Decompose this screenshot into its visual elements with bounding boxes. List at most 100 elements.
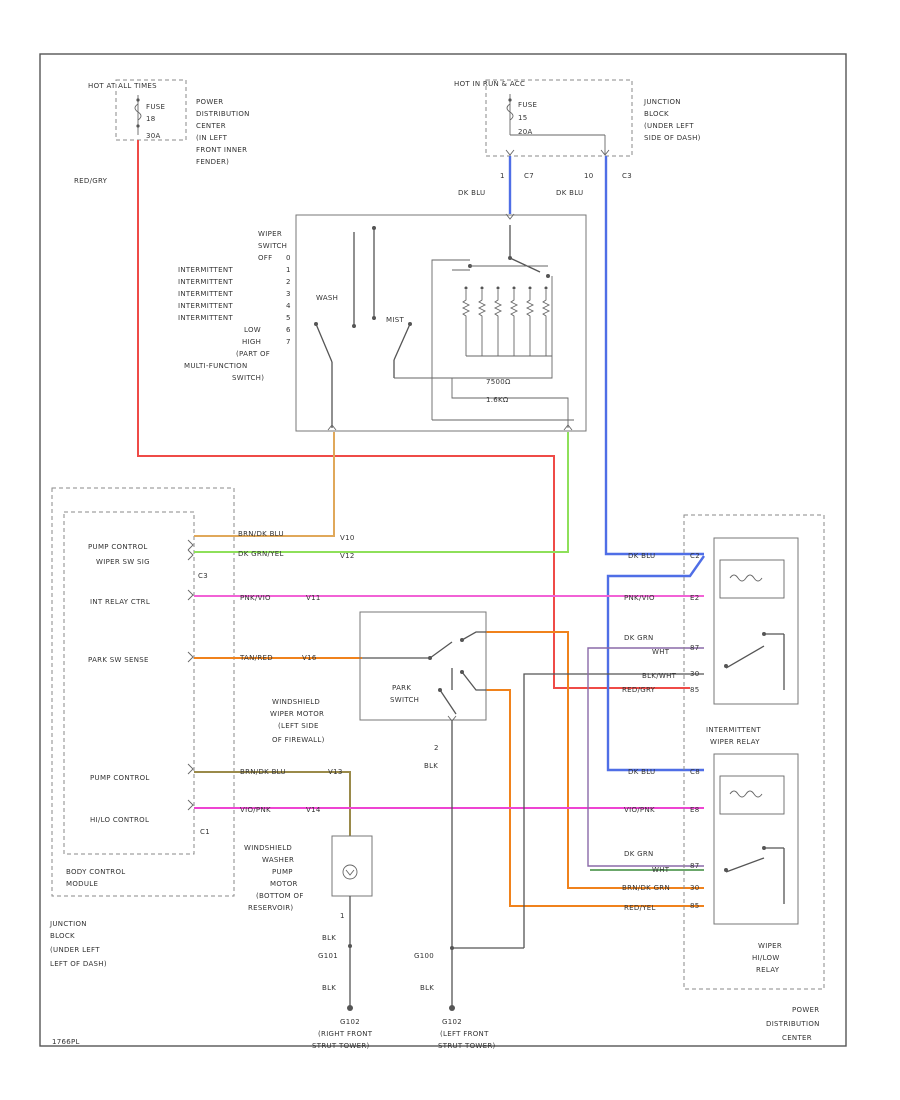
svg-text:BRN/DK BLU: BRN/DK BLU [240,768,286,776]
svg-text:INTERMITTENT: INTERMITTENT [178,314,233,322]
svg-text:1: 1 [340,912,345,920]
svg-text:BRN/DK GRN: BRN/DK GRN [622,884,670,892]
svg-text:WHT: WHT [652,866,670,874]
svg-text:DISTRIBUTION: DISTRIBUTION [766,1020,820,1028]
pdc-top-dashed-box [115,79,187,141]
park-switch-label-1: PARK [392,684,411,692]
svg-text:INT RELAY CTRL: INT RELAY CTRL [90,598,150,606]
pdc-fuse-top-left: HOT AT ALL TIMES FUSE 18 30A POWER DISTR… [74,79,250,185]
fuse-left-number: 18 [146,115,156,123]
svg-text:3: 3 [286,290,291,298]
intermittent-relay-label: INTERMITTENT WIPER RELAY [706,726,761,746]
svg-text:6: 6 [286,326,291,334]
svg-text:(BOTTOM OF: (BOTTOM OF [256,892,304,900]
svg-text:G102: G102 [340,1018,360,1026]
junction-left-dashed-box [51,487,235,897]
dk-blu-label-left: DK BLU [458,189,485,197]
svg-text:MODULE: MODULE [66,880,98,888]
intermittent-resistors [461,286,552,357]
svg-text:STRUT TOWER): STRUT TOWER) [312,1042,370,1050]
svg-text:BLK: BLK [420,984,434,992]
svg-text:LEFT OF DASH): LEFT OF DASH) [50,960,107,968]
pin-c7-label: C7 [524,172,534,180]
svg-text:OFF: OFF [258,254,272,262]
svg-text:PUMP: PUMP [272,868,293,876]
junction-left-label: JUNCTION BLOCK (UNDER LEFT LEFT OF DASH) [49,920,107,968]
svg-text:CENTER: CENTER [782,1034,812,1042]
svg-text:DK BLU: DK BLU [628,552,655,560]
svg-text:HI/LO CONTROL: HI/LO CONTROL [90,816,149,824]
svg-text:(PART OF: (PART OF [236,350,270,358]
svg-text:TAN/RED: TAN/RED [239,654,273,662]
svg-text:VIO/PNK: VIO/PNK [240,806,271,814]
svg-text:PARK SW SENSE: PARK SW SENSE [88,656,149,664]
svg-text:DISTRIBUTION: DISTRIBUTION [196,110,250,118]
svg-text:RELAY: RELAY [756,966,780,974]
svg-text:MOTOR: MOTOR [270,880,298,888]
svg-text:PUMP CONTROL: PUMP CONTROL [88,543,148,551]
svg-text:DK GRN: DK GRN [624,634,654,642]
svg-text:RED/YEL: RED/YEL [624,904,656,912]
svg-text:V10: V10 [340,534,355,542]
junction-top-dashed-box [485,79,633,157]
pin-10-label: 10 [584,172,594,180]
bcm-dashed-box [63,511,195,855]
pin-1-label: 1 [500,172,505,180]
svg-text:30: 30 [690,670,700,678]
svg-text:HI/LOW: HI/LOW [752,954,780,962]
svg-text:0: 0 [286,254,291,262]
svg-text:PNK/VIO: PNK/VIO [240,594,271,602]
svg-text:WIPER SW SIG: WIPER SW SIG [96,558,150,566]
hot-at-all-times-label: HOT AT ALL TIMES [88,82,157,90]
blue3-wire [606,555,705,772]
svg-text:WINDSHIELD: WINDSHIELD [272,698,320,706]
svg-text:CENTER: CENTER [196,122,226,130]
svg-text:4: 4 [286,302,291,310]
svg-text:WASHER: WASHER [262,856,294,864]
svg-text:(IN LEFT: (IN LEFT [196,134,228,142]
svg-text:VIO/PNK: VIO/PNK [624,806,655,814]
svg-text:V14: V14 [306,806,321,814]
svg-text:PNK/VIO: PNK/VIO [624,594,655,602]
intermittent-relay-box [713,537,799,705]
svg-text:C1: C1 [200,828,210,836]
fuse-left-label: FUSE [146,103,165,111]
svg-text:1: 1 [286,266,291,274]
svg-text:V16: V16 [302,654,317,662]
svg-text:WIPER MOTOR: WIPER MOTOR [270,710,324,718]
svg-text:WIPER RELAY: WIPER RELAY [710,738,760,746]
body-control-module: PUMP CONTROL WIPER SW SIG C3 INT RELAY C… [49,487,235,968]
svg-text:(LEFT SIDE: (LEFT SIDE [278,722,319,730]
svg-text:RED/GRY: RED/GRY [622,686,656,694]
svg-text:V13: V13 [328,768,343,776]
junction-top-label: JUNCTION BLOCK (UNDER LEFT SIDE OF DASH) [643,98,700,142]
svg-text:2: 2 [286,278,291,286]
svg-text:G102: G102 [442,1018,462,1026]
svg-text:(UNDER LEFT: (UNDER LEFT [50,946,100,954]
svg-text:30: 30 [690,884,700,892]
svg-text:BLK: BLK [322,984,336,992]
svg-text:FENDER): FENDER) [196,158,229,166]
ground-label-left: G102 (RIGHT FRONT STRUT TOWER) [312,1018,372,1050]
svg-text:RESERVOIR): RESERVOIR) [248,904,293,912]
svg-text:JUNCTION: JUNCTION [49,920,87,928]
purple-wire [587,647,704,867]
svg-text:OF FIREWALL): OF FIREWALL) [272,736,325,744]
washer-pump-label: WINDSHIELD WASHER PUMP MOTOR (BOTTOM OF … [244,844,304,912]
park-switch-label-2: SWITCH [390,696,419,704]
red-wire [137,140,690,689]
svg-text:V11: V11 [306,594,321,602]
pdc-bottom-label: POWER DISTRIBUTION CENTER [766,1006,820,1042]
fuse-right-amp: 20A [518,128,533,136]
svg-text:POWER: POWER [792,1006,819,1014]
pdc-bottom-dashed-box [683,514,825,990]
ohm-1-label: 7500Ω [486,378,511,386]
wiper-switch-box [295,214,587,432]
svg-text:G100: G100 [414,952,434,960]
ground-g102-left [449,1005,455,1011]
svg-text:BODY CONTROL: BODY CONTROL [66,868,125,876]
svg-text:5: 5 [286,314,291,322]
washer-pump: WINDSHIELD WASHER PUMP MOTOR (BOTTOM OF … [244,835,373,1008]
grounds: BLK G101 BLK G102 (RIGHT FRONT STRUT TOW… [312,934,524,1050]
